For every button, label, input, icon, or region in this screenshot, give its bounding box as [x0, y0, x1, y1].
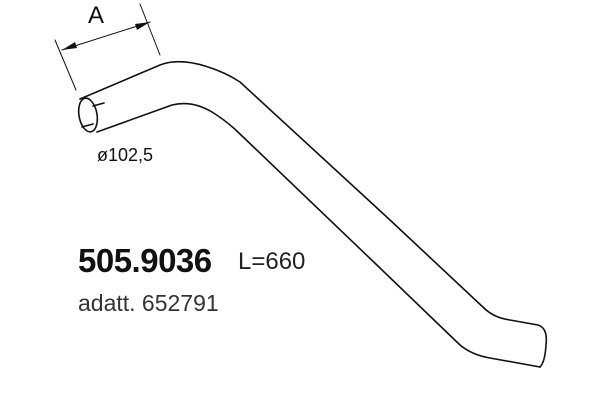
pipe-slot-marks [81, 102, 105, 128]
diameter-label: ø102,5 [97, 145, 154, 165]
dimension-line [61, 21, 151, 51]
extension-line-left [54, 39, 77, 91]
replacement-reference: adatt. 652791 [78, 290, 219, 316]
pipe-lower-outline [96, 102, 541, 368]
arrow-right [135, 22, 150, 30]
arrow-left [62, 42, 77, 50]
pipe-upper-outline [79, 60, 548, 368]
extension-line-right [139, 3, 161, 56]
length-label: L=660 [238, 248, 306, 275]
part-number: 505.9036 [78, 242, 212, 279]
dimension-label-a: A [88, 2, 105, 29]
pipe-end-ellipse [77, 97, 99, 133]
